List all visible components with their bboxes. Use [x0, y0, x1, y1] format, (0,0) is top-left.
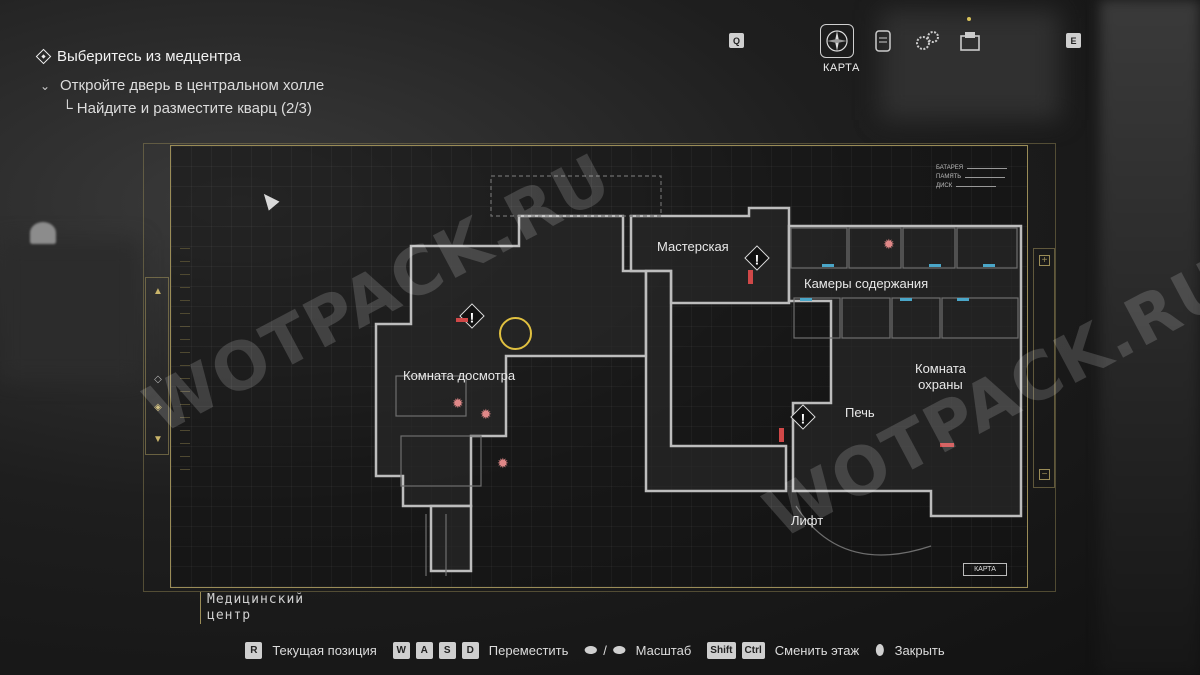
key-a[interactable]: A: [415, 642, 433, 659]
room-workshop[interactable]: Мастерская: [657, 239, 729, 254]
floor-down-icon[interactable]: ▼: [153, 434, 163, 445]
alert-marker-glyph: !: [754, 251, 760, 268]
locked-door: [779, 428, 784, 442]
locked-door: [940, 443, 954, 447]
control-close: Закрыть: [894, 643, 945, 658]
chevron-down-icon: ⌄: [39, 78, 51, 93]
key-ctrl[interactable]: Ctrl: [741, 642, 765, 659]
map-viewport[interactable]: [170, 145, 1028, 588]
floor-current-icon: ◈: [154, 402, 162, 413]
slash: /: [603, 643, 607, 658]
control-move: Переместить: [488, 643, 569, 658]
inventory-icon: [960, 32, 980, 51]
tab-inventory[interactable]: [955, 26, 985, 56]
player-position-marker: [499, 317, 532, 350]
gears-icon: [916, 31, 939, 50]
device-status: БАТАРЕЯ ПАМЯТЬ ДИСК: [936, 164, 1008, 191]
next-tab-key[interactable]: E: [1066, 33, 1081, 48]
tab-map[interactable]: [820, 24, 854, 58]
lamp-icon: [30, 222, 56, 244]
crystal-icon[interactable]: ✹: [452, 395, 464, 411]
room-furnace[interactable]: Печь: [845, 405, 875, 420]
zoom-out-icon[interactable]: −: [1039, 469, 1050, 480]
map-badge: КАРТА: [963, 563, 1007, 576]
control-zoom: Масштаб: [635, 643, 692, 658]
floor-marker-icon: ◇: [154, 374, 162, 385]
objective-main-text: Выберитесь из медцентра: [57, 48, 241, 65]
floor-name: Медицинский центр: [200, 592, 304, 624]
objective-main: Выберитесь из медцентра: [35, 48, 324, 65]
files-icon: [875, 30, 891, 52]
open-door: [929, 264, 941, 267]
key-shift[interactable]: Shift: [707, 642, 736, 659]
floor-selector[interactable]: ▲ ◇ ◈ ▼: [145, 277, 169, 455]
open-door: [957, 298, 969, 301]
crystal-icon[interactable]: ✹: [497, 455, 509, 471]
tab-map-label: КАРТА: [823, 62, 860, 74]
zoom-in-icon[interactable]: +: [1039, 255, 1050, 266]
locked-door: [748, 270, 753, 284]
control-current-position: Текущая позиция: [272, 643, 377, 658]
key-d[interactable]: D: [461, 642, 479, 659]
key-s[interactable]: S: [438, 642, 456, 659]
alert-marker-glyph: !: [800, 410, 806, 427]
crystal-icon[interactable]: ✹: [883, 236, 895, 252]
objective-diamond-icon: [35, 48, 52, 65]
zoom-slider[interactable]: + −: [1033, 248, 1055, 488]
locked-door: [456, 318, 468, 322]
control-change-floor: Сменить этаж: [774, 643, 860, 658]
open-door: [800, 298, 812, 301]
objective-subsub: └ Найдите и разместите кварц (2/3): [62, 100, 312, 117]
compass-icon: [826, 30, 848, 52]
mouse-wheel-icon: ⬬: [612, 642, 626, 659]
tab-files[interactable]: [868, 26, 898, 56]
objective-sub: ⌄ Откройте дверь в центральном холле: [38, 77, 324, 94]
notification-dot: [967, 17, 971, 21]
objective-sub-text: Откройте дверь в центральном холле: [60, 77, 325, 94]
key-w[interactable]: W: [392, 642, 410, 659]
open-door: [900, 298, 912, 301]
open-door: [983, 264, 995, 267]
open-door: [822, 264, 834, 267]
status-memory: ПАМЯТЬ: [936, 174, 962, 180]
map-outer-frame: [143, 143, 1056, 592]
floor-up-icon[interactable]: ▲: [153, 286, 163, 297]
mouse-icon: ⬮: [875, 642, 885, 659]
tab-settings[interactable]: [912, 26, 942, 56]
objectives-panel: Выберитесь из медцентра ⌄ Откройте дверь…: [35, 48, 324, 117]
room-elevator[interactable]: Лифт: [791, 513, 824, 528]
room-security[interactable]: Комната охраны: [915, 361, 966, 392]
status-battery: БАТАРЕЯ: [936, 165, 964, 171]
controls-bar: R Текущая позиция W A S D Переместить ⬬ …: [0, 642, 1200, 659]
prev-tab-key[interactable]: Q: [729, 33, 744, 48]
crystal-icon[interactable]: ✹: [480, 406, 492, 422]
room-cells[interactable]: Камеры содержания: [804, 276, 929, 291]
status-disk: ДИСК: [936, 183, 953, 189]
mouse-wheel-icon: ⬬: [584, 642, 598, 659]
room-inspection[interactable]: Комната досмотра: [403, 368, 516, 383]
key-r[interactable]: R: [245, 642, 263, 659]
